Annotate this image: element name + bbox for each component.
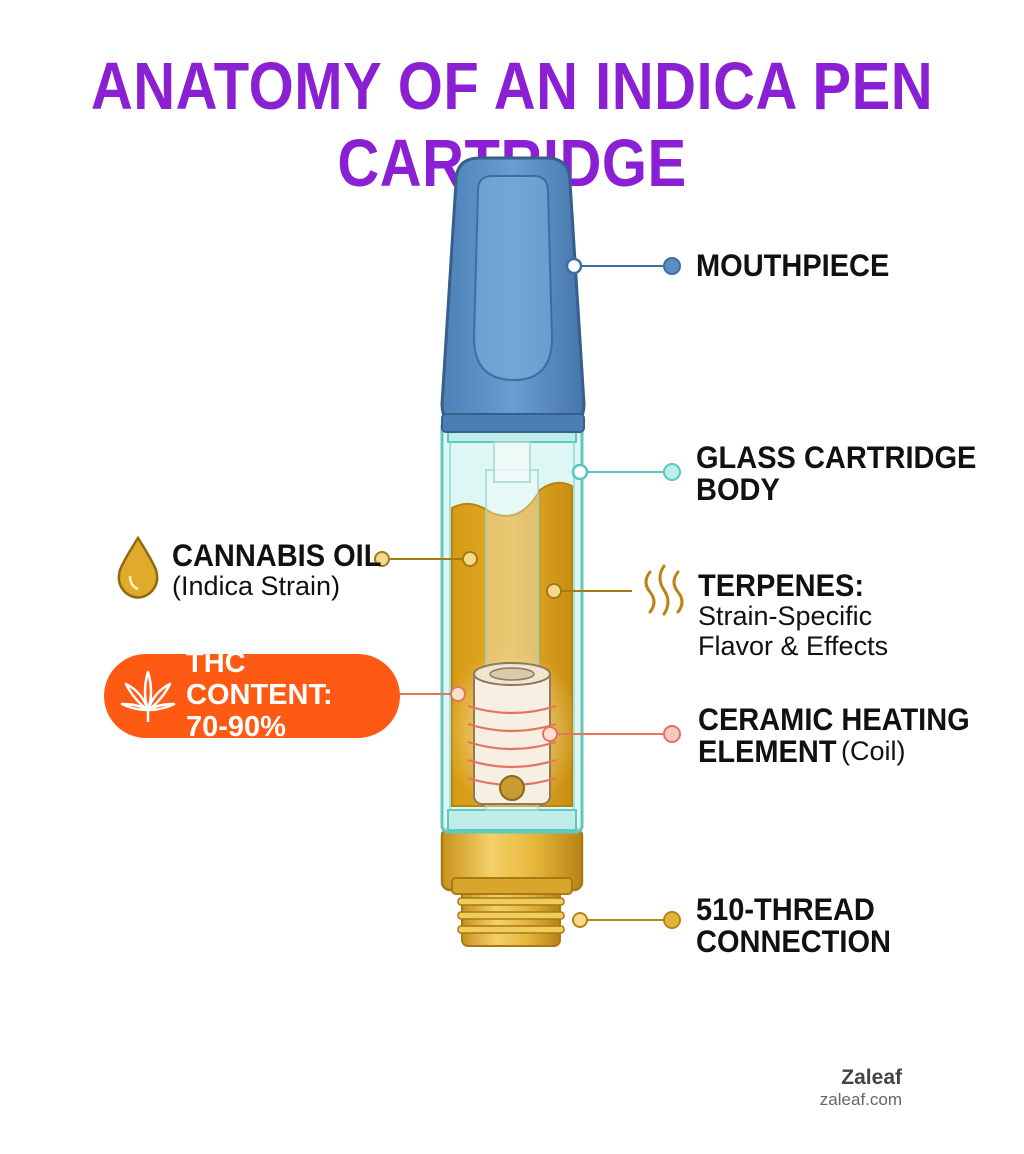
thread-connector [457, 889, 565, 947]
thc-badge-line1: THC CONTENT: [186, 647, 333, 712]
leader-mouthpiece [565, 257, 681, 275]
label-glass-body: GLASS CARTRIDGE BODY [696, 440, 977, 508]
label-terpenes-line2: Strain-Specific [698, 600, 873, 631]
label-thread-line2: CONNECTION [696, 924, 891, 960]
label-mouthpiece-text: MOUTHPIECE [696, 248, 890, 284]
oil-drop-icon [117, 535, 159, 599]
label-mouthpiece: MOUTHPIECE [696, 248, 890, 284]
label-ceramic-line2-bold: ELEMENT [698, 734, 837, 770]
brand-name: Zaleaf [841, 1066, 902, 1089]
label-thread-line1: 510-THREAD [696, 892, 875, 928]
gold-base [440, 826, 584, 895]
leader-thread [572, 911, 681, 929]
mouthpiece [440, 156, 586, 433]
leader-thc [400, 686, 466, 702]
label-oil-line1: CANNABIS OIL [172, 538, 382, 574]
leader-terpenes [546, 583, 632, 599]
thc-badge: THC CONTENT: 70-90% [104, 647, 400, 743]
label-510-thread: 510-THREAD CONNECTION [696, 892, 891, 960]
brand-watermark: Zaleaf zaleaf.com [780, 1066, 902, 1110]
label-cannabis-oil: CANNABIS OIL (Indica Strain) [172, 538, 382, 602]
cannabis-leaf-icon [120, 670, 176, 722]
leader-glass [571, 463, 681, 481]
steam-icon [644, 564, 684, 616]
label-ceramic-line1: CERAMIC HEATING [698, 702, 970, 738]
brand-url: zaleaf.com [819, 1090, 902, 1109]
leader-ceramic [542, 725, 681, 743]
label-ceramic-line2-reg: (Coil) [841, 735, 906, 766]
label-terpenes: TERPENES: Strain-Specific Flavor & Effec… [698, 568, 889, 661]
label-terpenes-line3: Flavor & Effects [698, 630, 889, 661]
leader-oil [374, 551, 478, 567]
label-ceramic-coil: CERAMIC HEATING ELEMENT (Coil) [698, 702, 970, 770]
label-oil-line2: (Indica Strain) [172, 570, 341, 601]
label-glass-line2: BODY [696, 472, 780, 508]
thc-badge-line2: 70-90% [186, 710, 286, 743]
label-glass-line1: GLASS CARTRIDGE [696, 440, 977, 476]
label-terpenes-line1: TERPENES: [698, 568, 864, 604]
